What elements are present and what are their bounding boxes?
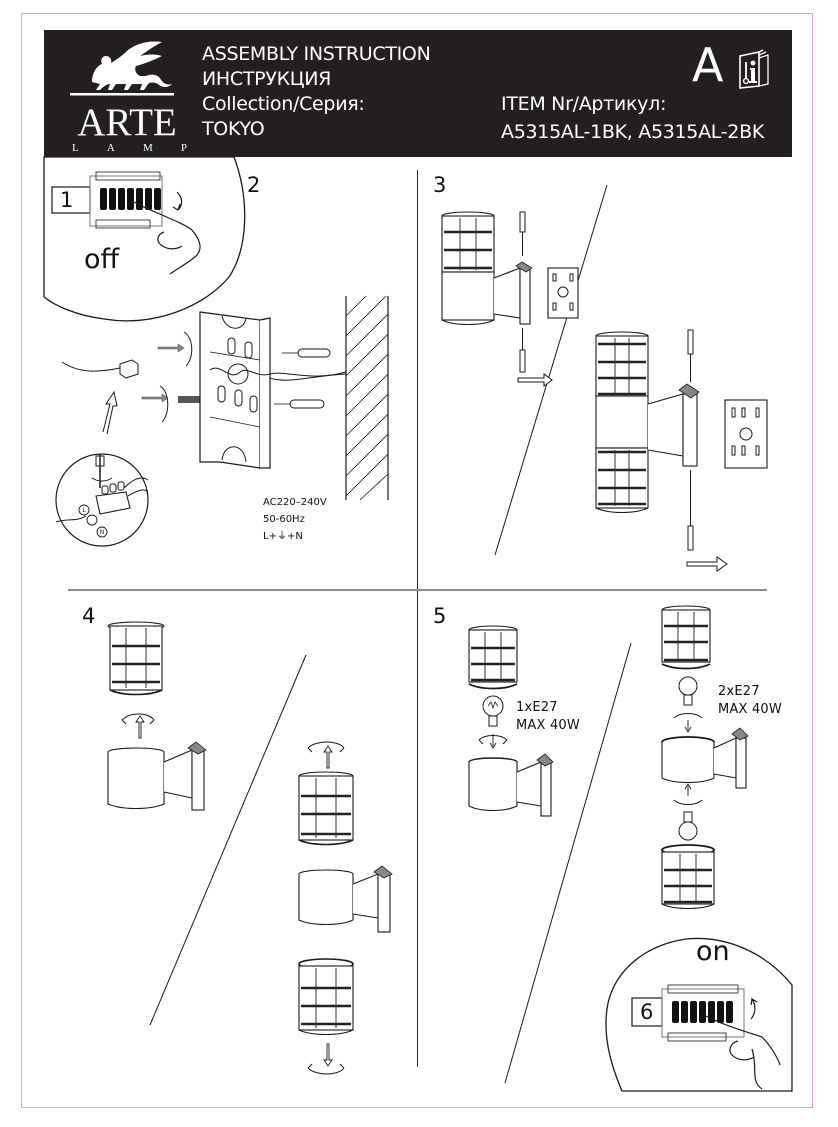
page-border — [21, 13, 813, 1108]
single-bulb-spec: 1xE27 MAX 40W — [516, 699, 580, 735]
brand-sub-letter: M — [142, 142, 153, 154]
power-spec: AC220–240V 50-60Hz L+⏚+N — [263, 494, 327, 545]
step5-diagonal-divider — [504, 642, 632, 1084]
instruction-book-icon — [739, 49, 769, 89]
step-number-4: 4 — [82, 604, 96, 628]
vertical-divider — [417, 170, 418, 1067]
single-bulb-max: MAX 40W — [516, 718, 580, 733]
double-bulb-max: MAX 40W — [718, 702, 782, 717]
double-lamp-mount — [595, 329, 768, 572]
brand-logo: ARTE L A M P — [62, 38, 187, 154]
step1-callout — [43, 156, 246, 322]
item-info: ITEM Nr/Артикул: A5315AL-1BK, A5315AL-2B… — [501, 90, 764, 146]
brand-sub-letter: L — [72, 142, 79, 154]
switch-on-caption: on — [696, 936, 730, 967]
step-number-1: 1 — [60, 188, 74, 212]
wiring-spec: L+⏚+N — [263, 531, 303, 542]
single-bulb-install — [468, 625, 554, 817]
terminal-connection-detail: LN — [55, 453, 149, 547]
step-number-5: 5 — [433, 604, 447, 628]
item-number-label: ITEM Nr/Артикул: — [501, 93, 667, 115]
double-bulb-spec: 2xE27 MAX 40W — [718, 683, 782, 719]
double-bulb-type: 2xE27 — [718, 684, 760, 699]
svg-text:L: L — [82, 507, 86, 514]
title-line-en: ASSEMBLY INSTRUCTION — [202, 43, 431, 65]
frequency-spec: 50-60Hz — [263, 514, 305, 525]
svg-text:N: N — [100, 529, 105, 536]
single-lamp-shade-removal — [107, 621, 207, 811]
brand-sub-letter: P — [180, 142, 187, 154]
collection-label: Collection/Серия: — [202, 93, 365, 115]
item-numbers: A5315AL-1BK, A5315AL-2BK — [501, 121, 764, 143]
category-letter: A — [692, 38, 724, 92]
step-number-2: 2 — [247, 173, 261, 197]
brand-name: ARTE — [77, 101, 177, 144]
winged-lion-icon — [70, 41, 174, 96]
brand-sub-letter: A — [106, 142, 115, 154]
horizontal-divider — [68, 589, 767, 591]
step3-diagonal-divider — [494, 184, 608, 556]
collection-name: TOKYO — [202, 118, 265, 140]
breaker-panel-on — [631, 984, 781, 1090]
step-number-6: 6 — [640, 1000, 654, 1024]
breaker-panel-off — [51, 171, 201, 275]
single-lamp-mount — [441, 211, 579, 387]
single-bulb-type: 1xE27 — [516, 700, 558, 715]
double-bulb-install — [661, 605, 749, 910]
step-number-3: 3 — [433, 173, 447, 197]
voltage-spec: AC220–240V — [263, 497, 327, 508]
brand-subtitle: L A M P — [72, 142, 187, 154]
mounting-bracket-diagram — [61, 295, 389, 501]
switch-off-caption: off — [84, 244, 120, 275]
document-title: ASSEMBLY INSTRUCTION ИНСТРУКЦИЯ Collecti… — [202, 42, 431, 142]
header-bar: ARTE L A M P ASSEMBLY INSTRUCTION ИНСТРУ… — [44, 30, 792, 157]
step4-diagonal-divider — [149, 654, 307, 1026]
title-line-ru: ИНСТРУКЦИЯ — [202, 68, 332, 90]
double-lamp-shade-removal — [298, 741, 393, 1075]
